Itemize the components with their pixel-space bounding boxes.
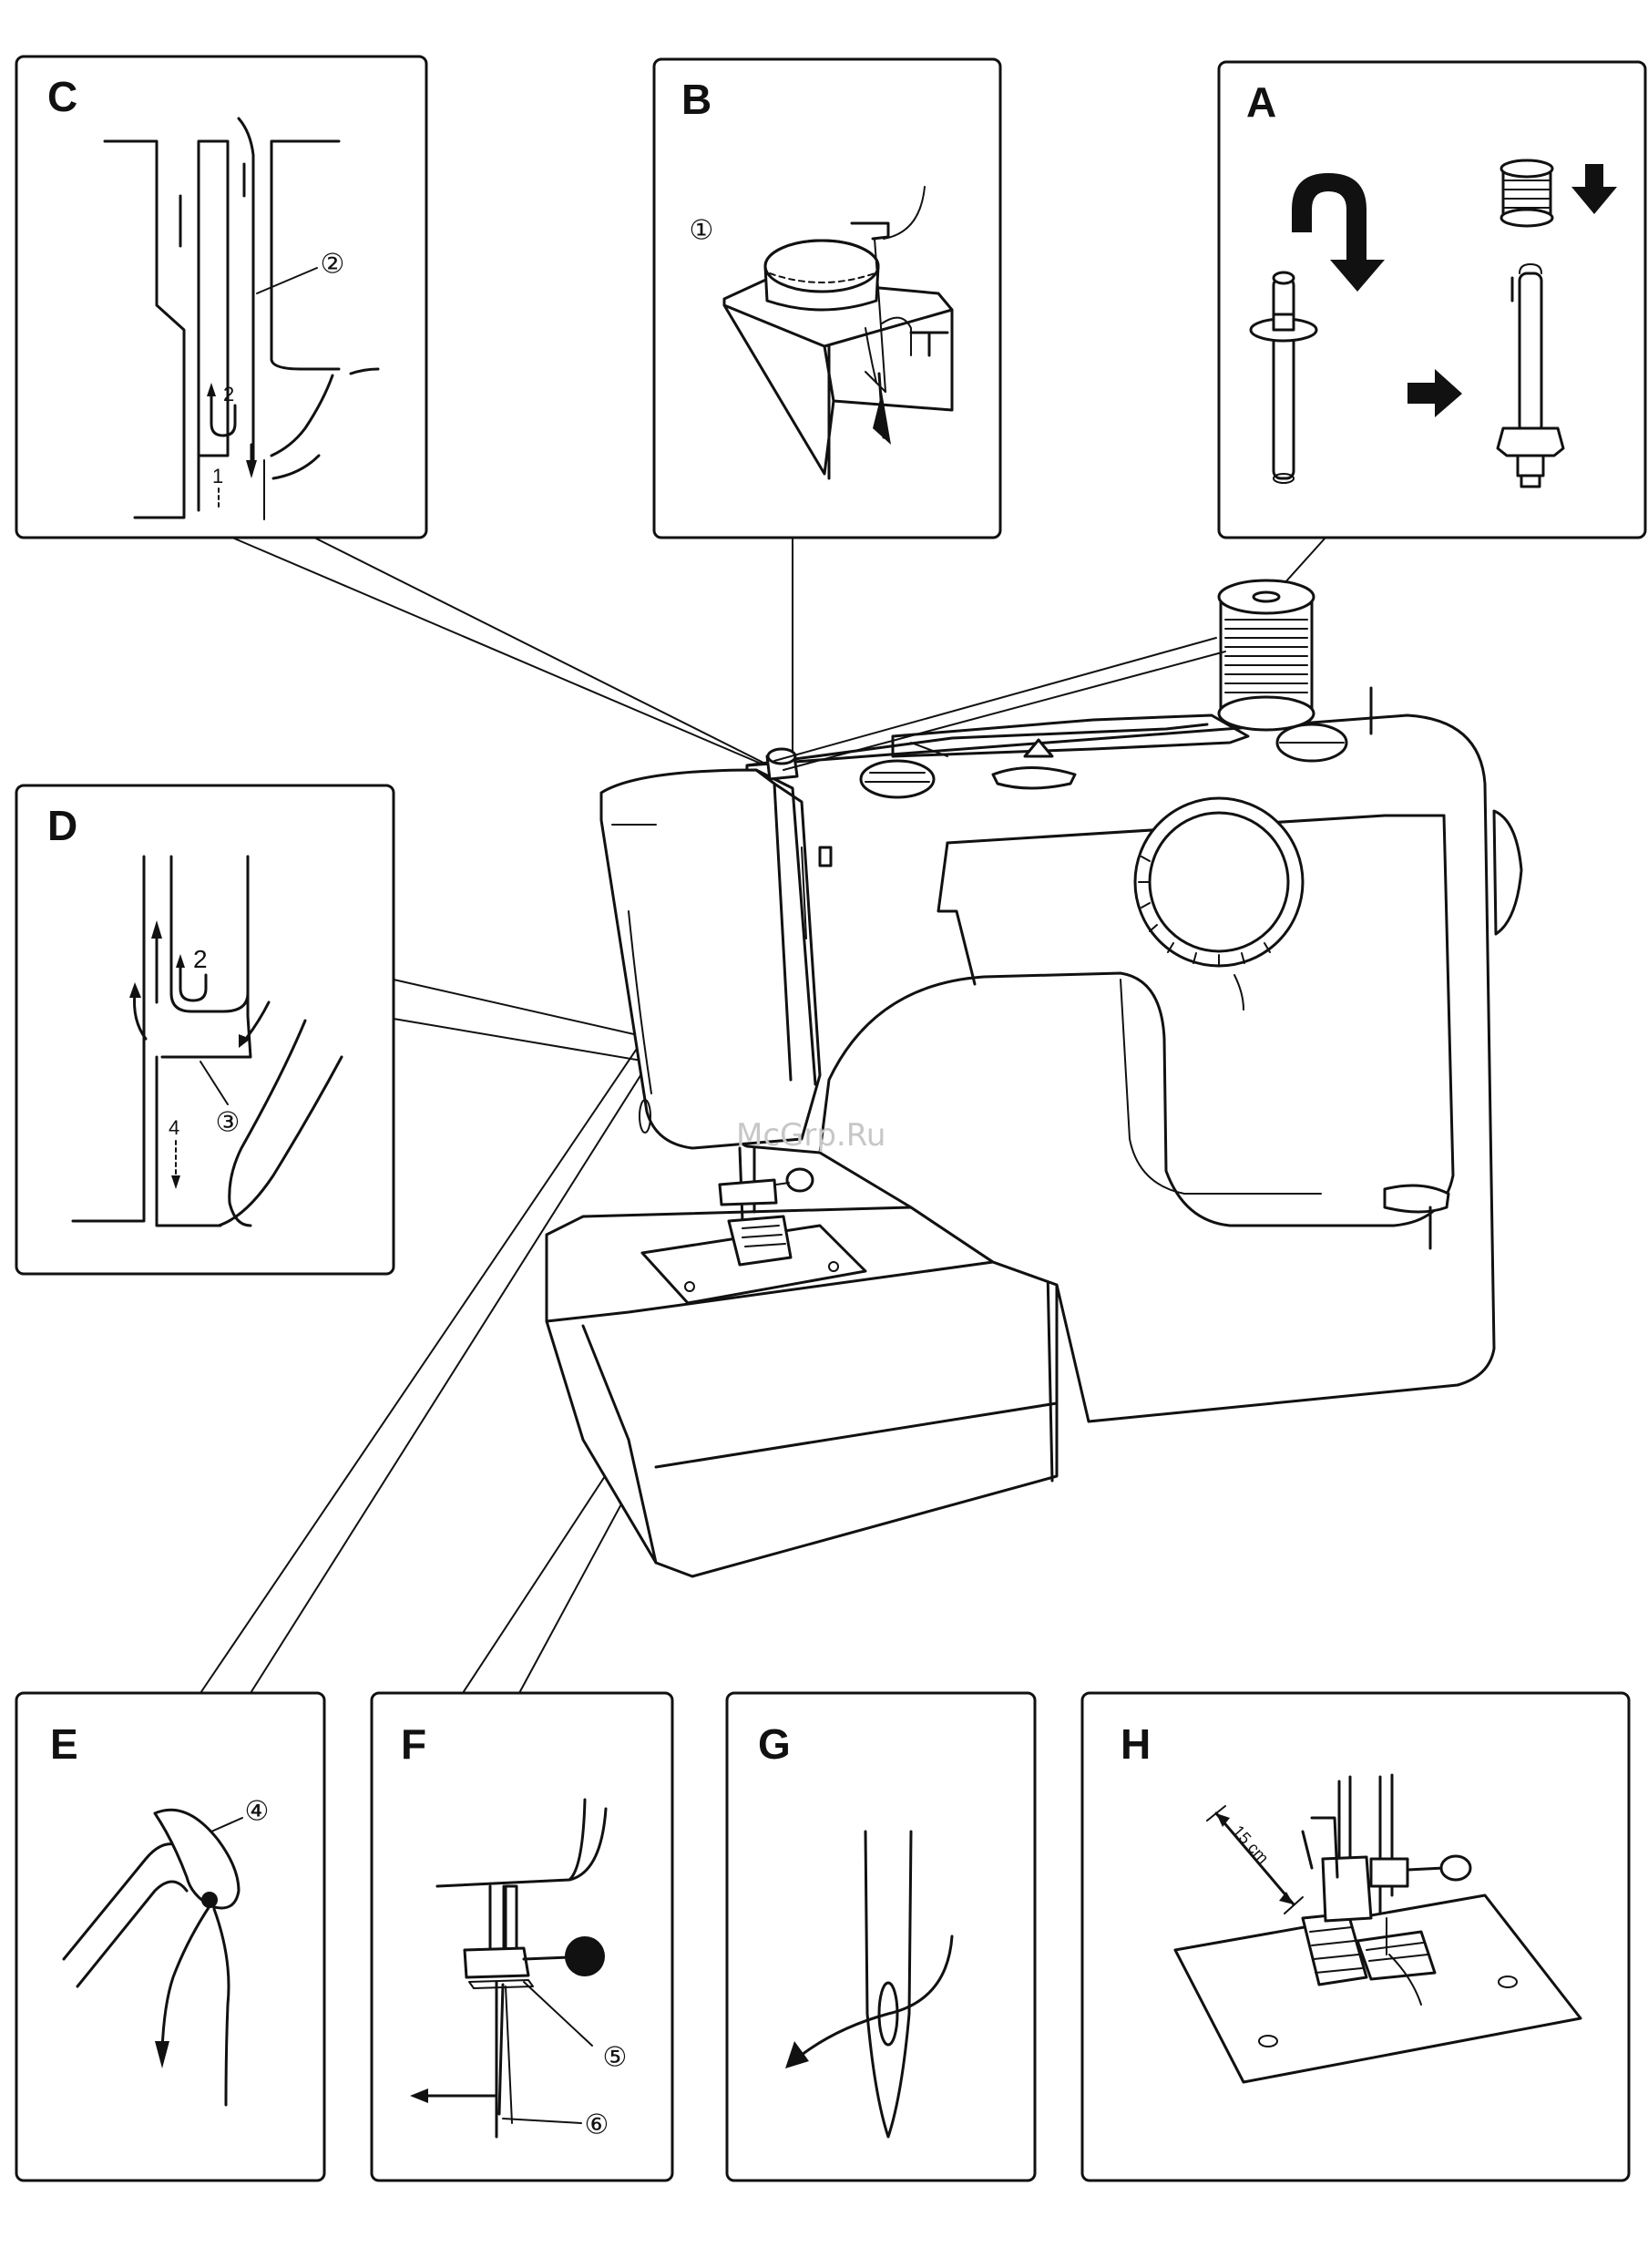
callout-6: ⑥ <box>585 2109 609 2141</box>
panel-f: F ⑤ ⑥ <box>372 1693 672 2181</box>
panel-c: C 2 1 ② <box>16 56 426 538</box>
panel-e-letter: E <box>50 1720 78 1768</box>
bobbin-icon <box>1501 160 1552 226</box>
step-1-label: 1 <box>212 465 223 487</box>
panel-b: B ① <box>654 59 1000 538</box>
watermark: McGrp.Ru <box>736 1117 885 1154</box>
step-4-label: 4 <box>169 1116 179 1139</box>
panel-b-letter: B <box>681 76 711 123</box>
panel-h: H 15 cm <box>1082 1693 1629 2181</box>
callout-2: ② <box>321 249 345 281</box>
thread-spool-icon <box>1219 580 1314 730</box>
step-2-label: 2 <box>223 383 234 405</box>
panel-g: G <box>727 1693 1035 2181</box>
panel-e: E ④ <box>16 1693 324 2181</box>
sewing-machine <box>547 580 1521 1576</box>
panel-h-letter: H <box>1121 1720 1151 1768</box>
callout-1: ① <box>690 215 714 247</box>
panel-a-letter: A <box>1246 78 1276 126</box>
stitch-dial <box>1135 798 1303 966</box>
callout-5: ⑤ <box>603 2042 628 2074</box>
panel-g-letter: G <box>758 1720 791 1768</box>
step-2-label: 2 <box>193 945 208 973</box>
panel-c-letter: C <box>47 73 77 120</box>
panel-d: D 2 4 ③ <box>16 785 394 1274</box>
panel-f-letter: F <box>401 1720 426 1768</box>
panel-a: A <box>1219 62 1645 538</box>
panel-d-letter: D <box>47 802 77 849</box>
callout-3: ③ <box>216 1107 241 1139</box>
callout-4: ④ <box>245 1796 270 1828</box>
